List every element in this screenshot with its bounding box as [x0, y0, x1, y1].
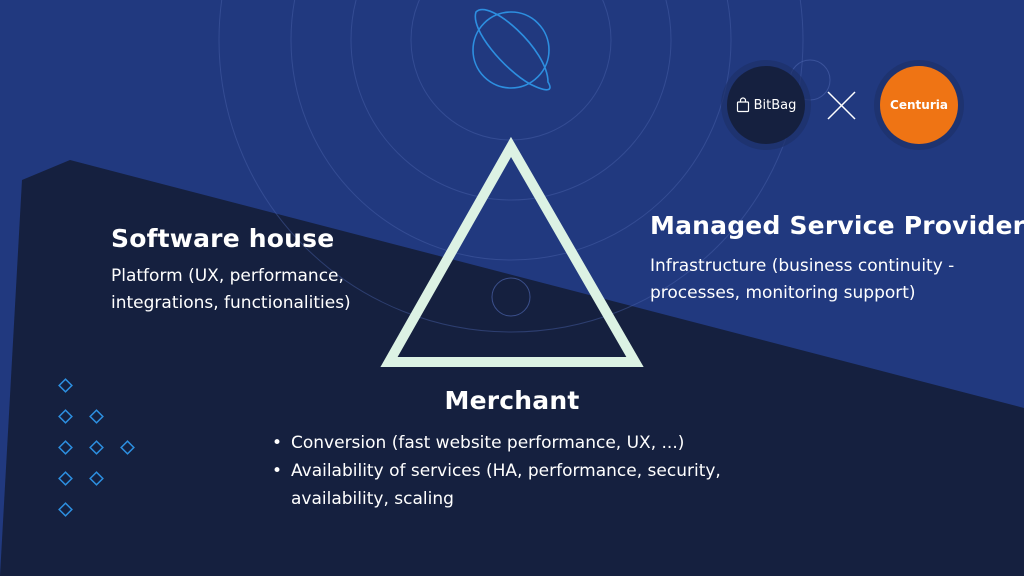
merchant-title: Merchant [444, 386, 580, 415]
managed-service-provider-section: Managed Service Provider Infrastructure … [650, 211, 1024, 307]
merchant-bullet-list: • Conversion (fast website performance, … [272, 429, 772, 513]
software-house-section: Software house Platform (UX, performance… [111, 224, 411, 317]
shopping-bag-icon [736, 97, 749, 113]
bullet-icon: • [272, 461, 283, 481]
dark-background-shape [0, 160, 1024, 576]
bullet-icon: • [272, 433, 283, 453]
managed-service-provider-description: Infrastructure (business continuity -pro… [650, 256, 955, 303]
diamond-pattern [58, 378, 135, 517]
bitbag-logo: BitBag [727, 66, 805, 144]
software-house-description: Platform (UX, performance, integrations,… [111, 266, 351, 313]
triangle-shape [380, 136, 644, 367]
centuria-logo: Centuria [880, 66, 958, 144]
center-circle-outline [491, 277, 531, 317]
centuria-logo-text: Centuria [890, 98, 948, 112]
managed-service-provider-title: Managed Service Provider [650, 211, 1024, 240]
merchant-bullet-availability: Availability of services (HA, performanc… [291, 461, 721, 509]
bitbag-logo-text: BitBag [753, 97, 797, 113]
x-icon [827, 91, 856, 120]
software-house-title: Software house [111, 224, 335, 253]
list-item: • Availability of services (HA, performa… [272, 457, 772, 513]
globe-icon [472, 9, 551, 91]
merchant-bullet-conversion: Conversion (fast website performance, UX… [291, 433, 685, 453]
list-item: • Conversion (fast website performance, … [272, 429, 772, 457]
